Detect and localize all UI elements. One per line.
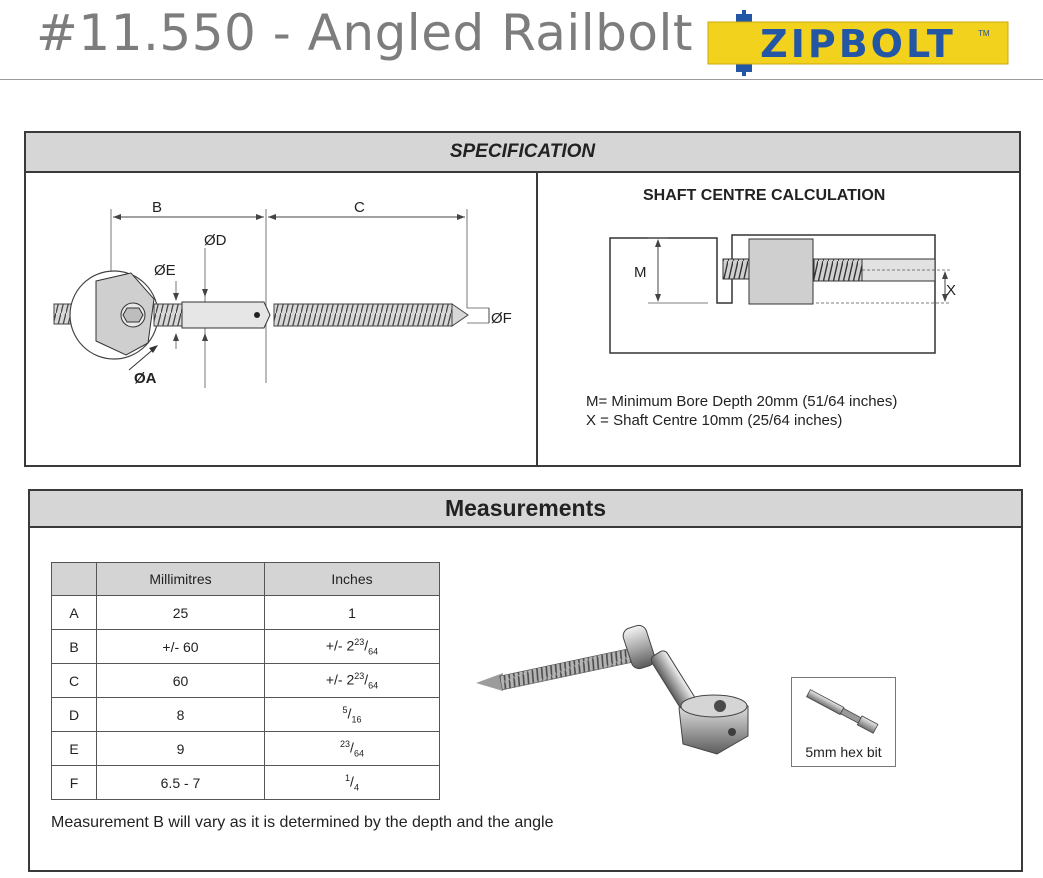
zipbolt-logo: ZIPBOLT TM [707, 10, 1009, 76]
railbolt-dimension-diagram: B C ØD ØE ØA ØF [53, 199, 512, 388]
label-d: ØD [204, 232, 227, 249]
shaft-calc-notes: M= Minimum Bore Depth 20mm (51/64 inches… [586, 392, 897, 430]
row-mm: 25 [96, 595, 265, 630]
header-label [51, 562, 97, 596]
measurement-footnote: Measurement B will vary as it is determi… [51, 814, 554, 831]
table-row: B +/- 60 +/- 223/64 [51, 629, 440, 664]
row-label: D [51, 697, 97, 732]
row-mm: 60 [96, 663, 265, 698]
label-a: ØA [134, 370, 157, 387]
header-inches: Inches [264, 562, 440, 596]
header-mm: Millimitres [96, 562, 265, 596]
table-row: D 8 5/16 [51, 697, 440, 732]
measurements-table: Millimitres Inches A 25 1 B +/- 60 +/- 2… [51, 562, 440, 800]
page-title: #11.550 - Angled Railbolt [36, 4, 693, 62]
row-mm: 8 [96, 697, 265, 732]
label-c: C [354, 199, 365, 216]
row-mm: +/- 60 [96, 629, 265, 664]
measurements-panel: Measurements Millimitres Inches A 25 1 B… [28, 489, 1023, 872]
row-label: C [51, 663, 97, 698]
row-inches: 1/4 [264, 765, 440, 800]
table-header-row: Millimitres Inches [51, 562, 440, 596]
label-e: ØE [154, 262, 176, 279]
row-label: E [51, 731, 97, 766]
spec-divider [536, 173, 538, 465]
note-m: M= Minimum Bore Depth 20mm (51/64 inches… [586, 393, 898, 410]
measurements-heading: Measurements [30, 491, 1021, 528]
row-mm: 6.5 - 7 [96, 765, 265, 800]
row-inches: 23/64 [264, 731, 440, 766]
label-b: B [152, 199, 162, 216]
table-row: A 25 1 [51, 595, 440, 630]
shaft-calc-title: SHAFT CENTRE CALCULATION [643, 187, 886, 204]
specification-heading: SPECIFICATION [26, 133, 1019, 173]
row-inches: +/- 223/64 [264, 663, 440, 698]
railbolt-product-image [476, 624, 749, 755]
row-label: B [51, 629, 97, 664]
page-header: #11.550 - Angled Railbolt ZIPBOLT TM [0, 0, 1043, 80]
row-inches: 5/16 [264, 697, 440, 732]
row-inches: 1 [264, 595, 440, 630]
label-x: X [946, 282, 956, 299]
table-row: E 9 23/64 [51, 731, 440, 766]
svg-text:TM: TM [978, 29, 990, 38]
table-row: F 6.5 - 7 1/4 [51, 765, 440, 800]
row-mm: 9 [96, 731, 265, 766]
label-m: M [634, 264, 647, 281]
row-inches: +/- 223/64 [264, 629, 440, 664]
hex-bit-caption: 5mm hex bit [805, 744, 882, 760]
label-f: ØF [491, 310, 512, 327]
hex-bit-box: 5mm hex bit [791, 677, 896, 767]
shaft-centre-diagram: M X [609, 234, 956, 354]
row-label: F [51, 765, 97, 800]
table-row: C 60 +/- 223/64 [51, 663, 440, 698]
note-x: X = Shaft Centre 10mm (25/64 inches) [586, 412, 843, 429]
shaft-centre-section: SHAFT CENTRE CALCULATION M [538, 173, 1020, 465]
specification-panel: SPECIFICATION B C ØD ØE [24, 131, 1021, 467]
row-label: A [51, 595, 97, 630]
logo-text: ZIPBOLT [760, 22, 956, 66]
hex-bit-icon [806, 689, 879, 734]
